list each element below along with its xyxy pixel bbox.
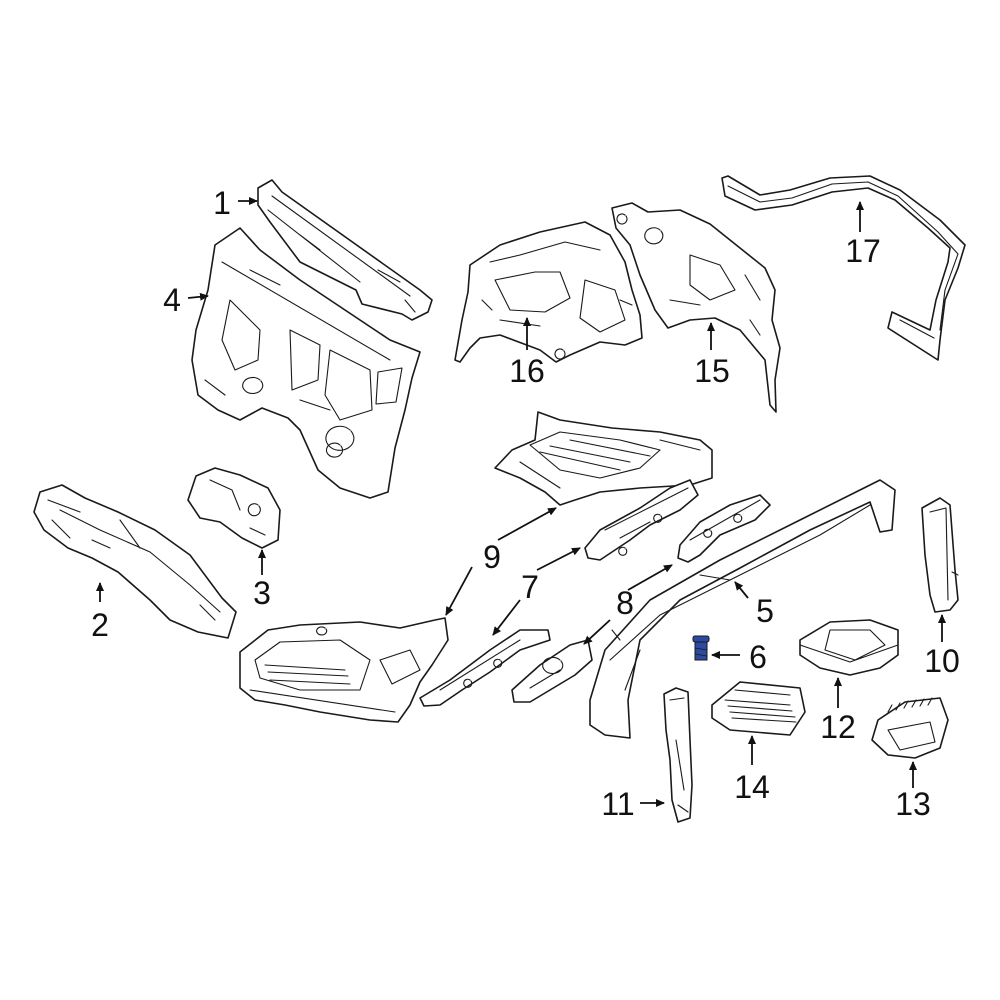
callout-2: 2 (91, 607, 109, 643)
part-14-filter[interactable] (711, 681, 806, 736)
part-17-weatherstrip[interactable] (721, 175, 966, 361)
part-3-bracket[interactable] (187, 467, 281, 549)
part-15-wheelhouse-panel[interactable] (611, 202, 781, 413)
part-1-cowl-rail[interactable] (257, 179, 433, 321)
callout-3: 3 (253, 575, 271, 611)
part-7-lower-reinforcement[interactable] (419, 629, 551, 707)
callout-6: 6 (749, 639, 767, 675)
part-16-inner-wheelhouse[interactable] (454, 221, 643, 363)
callout-5: 5 (756, 593, 774, 629)
part-10-pillar-trim[interactable] (921, 497, 959, 613)
callout-11: 11 (601, 786, 634, 822)
callout-4: 4 (163, 282, 181, 318)
part-13-connector[interactable] (871, 697, 949, 759)
callout-1: 1 (213, 185, 231, 221)
part-2-frame-rail[interactable] (33, 484, 237, 639)
part-12-module[interactable] (799, 619, 899, 676)
part-8-bracket[interactable] (677, 494, 771, 563)
callout-15: 15 (694, 353, 730, 389)
part-4-dash-panel[interactable] (191, 227, 421, 499)
callout-13: 13 (895, 786, 931, 822)
callout-7: 7 (521, 569, 539, 605)
callout-14: 14 (734, 769, 770, 805)
part-5-upper-rail[interactable] (589, 479, 896, 739)
part-6-bolt[interactable] (692, 635, 710, 661)
callout-10: 10 (924, 643, 960, 679)
callout-8: 8 (616, 585, 634, 621)
part-9-cowl-lower[interactable] (239, 617, 449, 723)
part-8-lower-mount[interactable] (511, 639, 593, 703)
callout-9: 9 (483, 539, 501, 575)
callout-12: 12 (820, 709, 856, 745)
callout-16: 16 (509, 353, 545, 389)
part-11-pillar-trim[interactable] (663, 687, 693, 823)
part-9-plenum-upper[interactable] (494, 411, 713, 506)
callout-17: 17 (845, 233, 881, 269)
part-7-bracket[interactable] (584, 479, 699, 561)
